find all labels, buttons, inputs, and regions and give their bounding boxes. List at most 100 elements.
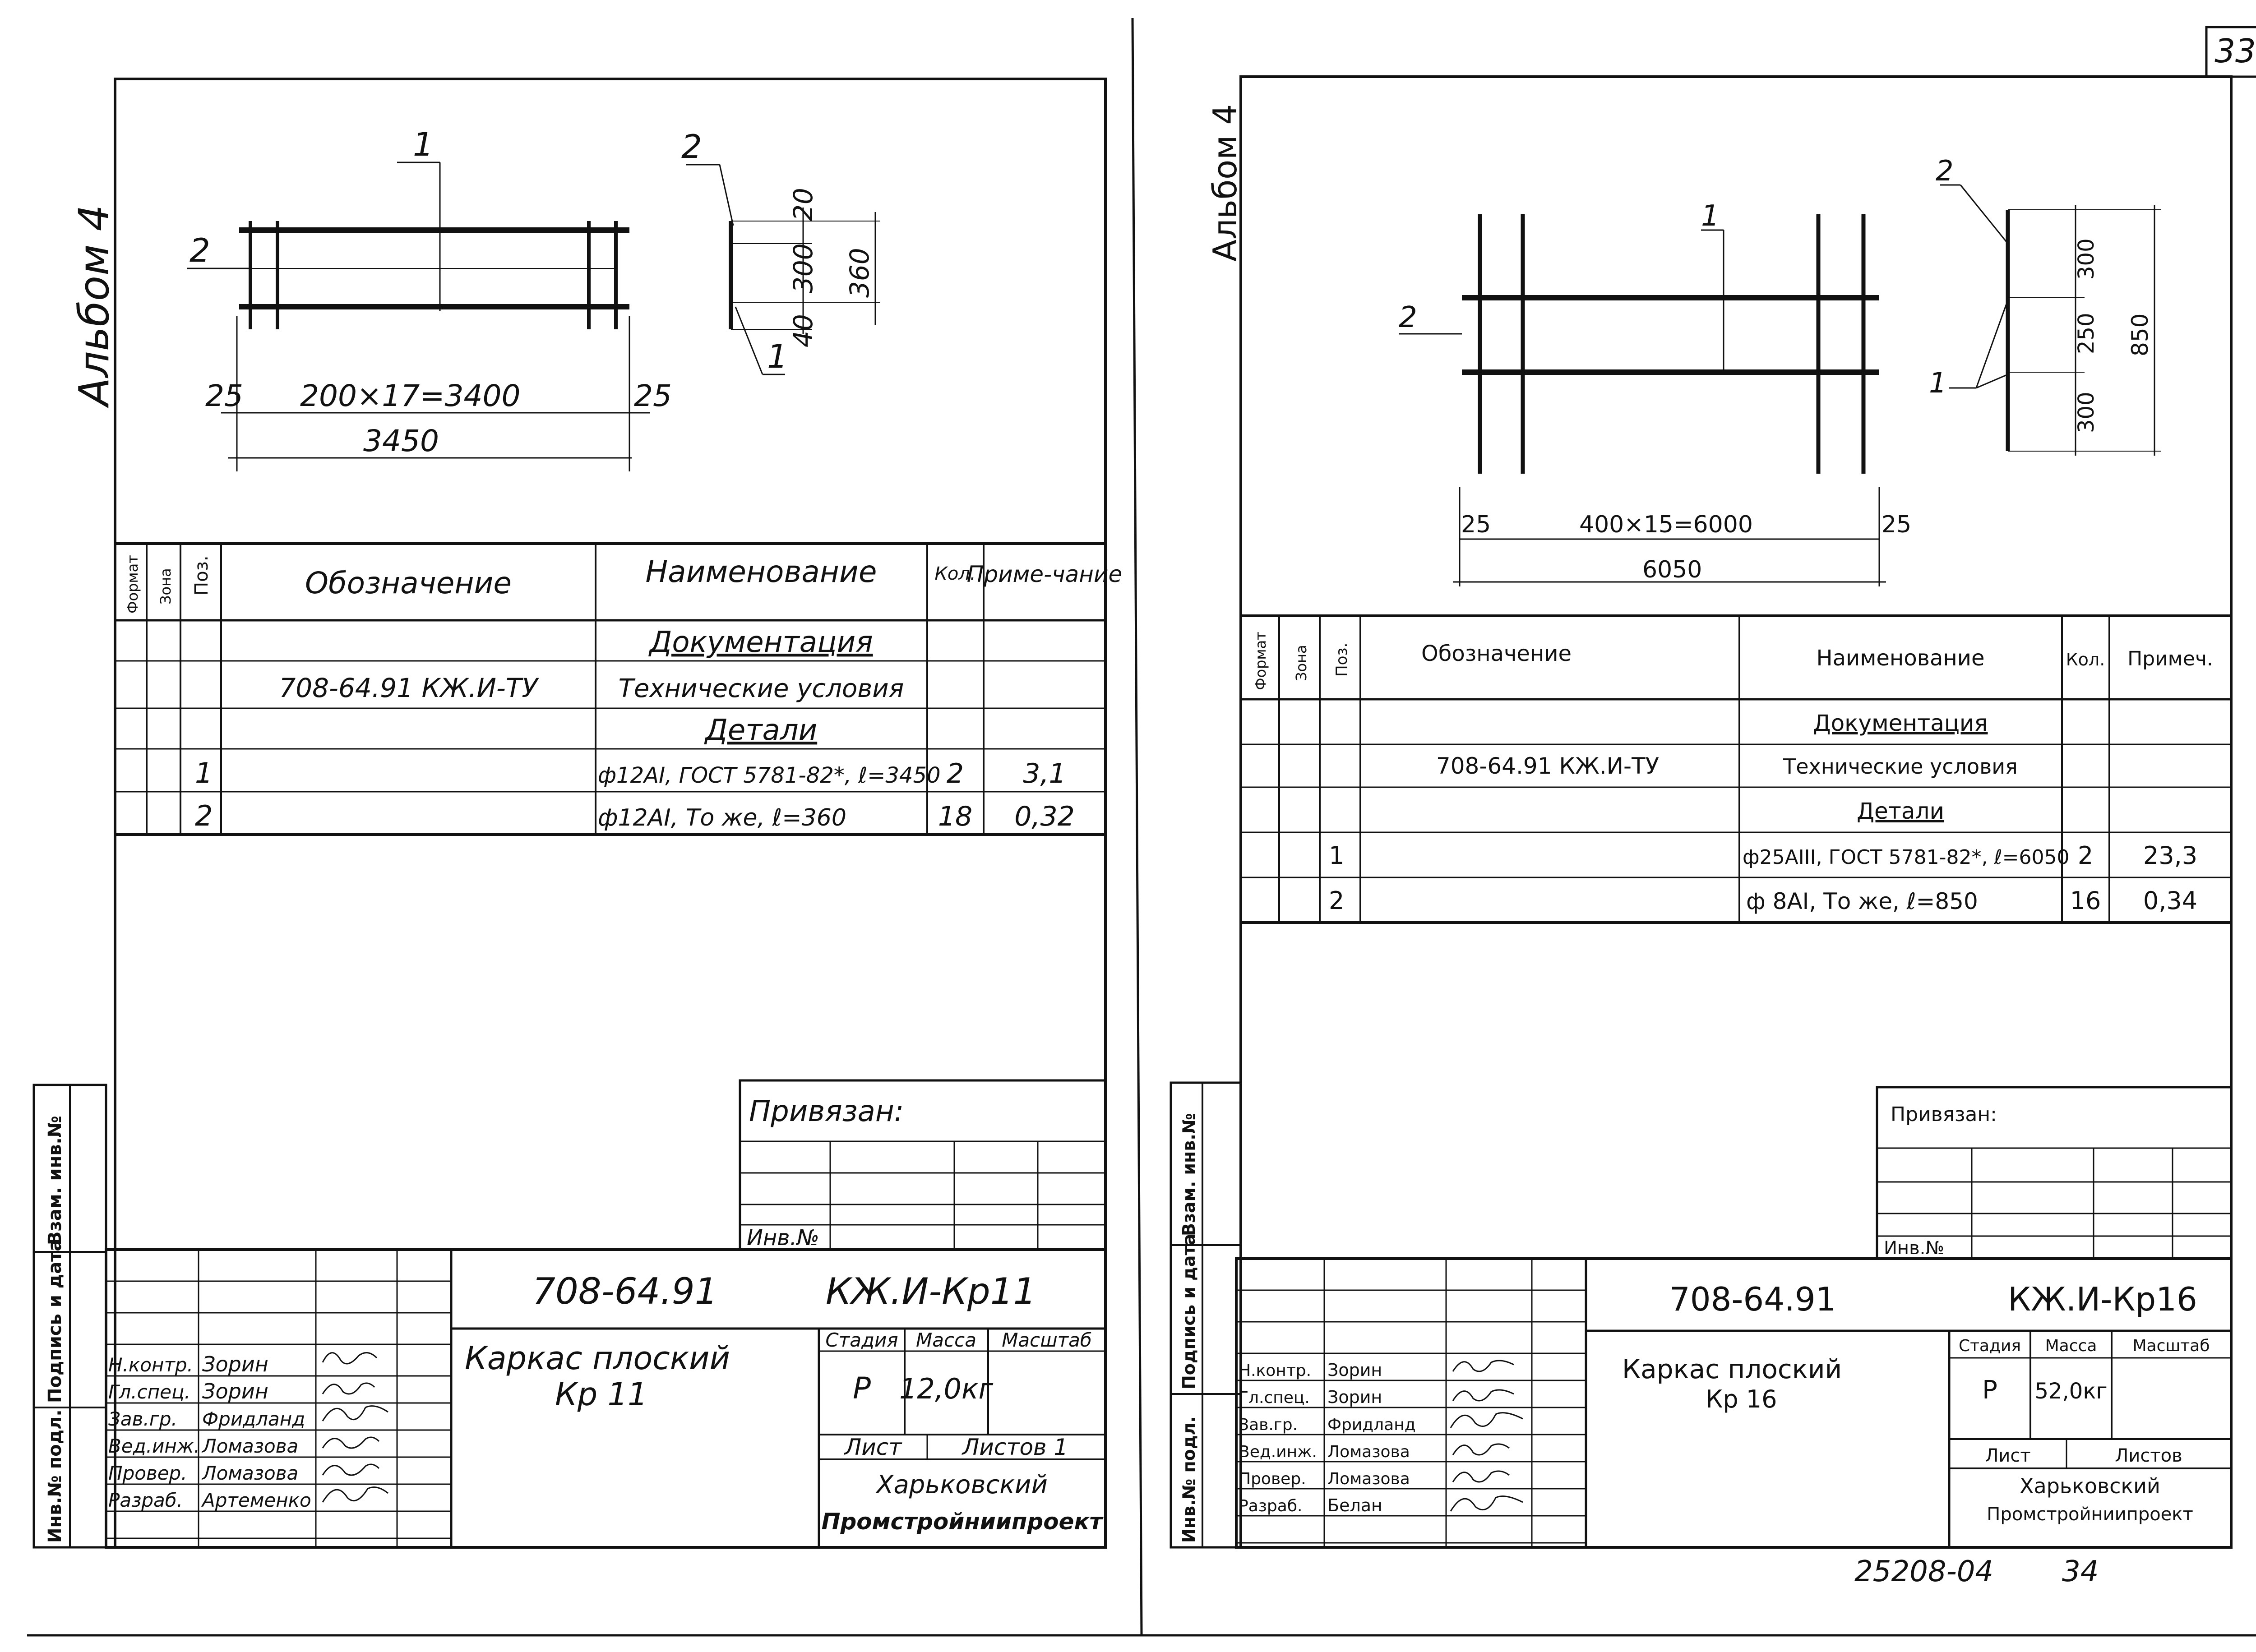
right-org-line2: Промстройниипроект xyxy=(1987,1504,2193,1525)
left-hdr-note: Приме-чание xyxy=(967,561,1122,587)
right-row2-pos: 2 xyxy=(1329,886,1344,915)
right-scale-header: Масштаб xyxy=(2132,1337,2210,1355)
left-hdr-designation: Обозначение xyxy=(305,566,512,600)
right-stage-header: Стадия xyxy=(1959,1337,2021,1355)
left-role-1: Н.контр. xyxy=(108,1354,193,1376)
left-person-4: Ломазова xyxy=(201,1435,298,1457)
right-role-2: Гл.спец. xyxy=(1239,1389,1310,1407)
table-row: 2 ф 8АI, То же, ℓ=850 16 0,34 xyxy=(1329,886,2197,915)
right-role-1: Н.контр. xyxy=(1239,1361,1311,1380)
right-person-5: Ломазова xyxy=(1327,1470,1410,1488)
right-dim-a: 300 xyxy=(2074,238,2099,280)
left-stage-header: Стадия xyxy=(825,1329,898,1351)
left-hdr-name: Наименование xyxy=(646,554,877,589)
left-doc-designation: 708-64.91 КЖ.И-ТУ xyxy=(279,673,539,703)
right-mass-header: Масса xyxy=(2045,1337,2097,1355)
left-privyazan-block: Привязан: Инв.№ xyxy=(739,1079,1107,1251)
right-hdr-qty: Кол. xyxy=(2066,650,2105,669)
left-side-inv: Инв.№ подл. xyxy=(45,1409,65,1543)
right-role-3: Зав.гр. xyxy=(1239,1416,1298,1434)
left-section-parts: Детали xyxy=(704,714,817,747)
page-frame xyxy=(27,18,2256,1637)
left-doc-name: Технические условия xyxy=(619,674,904,703)
right-stage-value: Р xyxy=(1982,1375,1997,1405)
right-dim-end-left: 25 xyxy=(1461,511,1491,538)
left-role-4: Вед.инж. xyxy=(108,1435,200,1457)
left-title-block: 708-64.91 КЖ.И-Кр11 Каркас плоский Кр 11… xyxy=(105,1248,1107,1549)
right-hdr-note: Примеч. xyxy=(2127,647,2213,670)
left-dim-b: 300 xyxy=(788,243,818,293)
right-dim-span: 400×15=6000 xyxy=(1579,511,1753,538)
right-privyazan-block: Привязан: Инв.№ xyxy=(1876,1086,2233,1260)
left-spec-table: Формат Зона Поз. Обозначение Наименовани… xyxy=(115,542,1122,836)
left-dim-total-side: 360 xyxy=(844,248,875,298)
left-dim-c: 40 xyxy=(788,314,818,347)
left-row1-qty: 2 xyxy=(947,758,964,789)
right-side-strip: Взам. инв.№ Подпись и дата Инв.№ подл. xyxy=(1170,1081,1242,1549)
right-pos1-side: 1 xyxy=(1929,366,1946,399)
right-row1-note: 23,3 xyxy=(2143,841,2197,870)
left-dim-end-right: 25 xyxy=(634,378,672,413)
right-dim-end-right: 25 xyxy=(1882,511,1911,538)
left-row2-pos: 2 xyxy=(195,799,213,832)
right-album-label: Альбом 4 xyxy=(1206,104,1244,262)
right-side-podpis: Подпись и дата xyxy=(1179,1234,1199,1389)
right-hdr-designation: Обозначение xyxy=(1421,641,1572,666)
left-sheet-label: Лист xyxy=(844,1434,903,1460)
right-title-name1: Каркас плоский xyxy=(1622,1354,1842,1384)
left-row1-name: ф12АI, ГОСТ 5781-82*, ℓ=3450 xyxy=(598,763,941,788)
left-org-line1: Харьковский xyxy=(875,1470,1048,1500)
right-mass-value: 52,0кг xyxy=(2034,1379,2107,1404)
page-number: 33 xyxy=(2214,32,2256,70)
left-scale-header: Масштаб xyxy=(1002,1329,1092,1351)
right-side-inv: Инв.№ подл. xyxy=(1179,1416,1199,1543)
left-dim-a: 20 xyxy=(788,188,818,221)
right-signatures xyxy=(1450,1360,1523,1512)
left-pos1-label: 1 xyxy=(413,125,434,163)
left-row1-note: 3,1 xyxy=(1023,758,1066,789)
right-side-vzam: Взам. инв.№ xyxy=(1179,1113,1199,1237)
left-hdr-format: Формат xyxy=(124,555,141,614)
right-hdr-pos: Поз. xyxy=(1333,643,1351,677)
right-person-4: Ломазова xyxy=(1327,1443,1410,1461)
left-dim-span: 200×17=3400 xyxy=(300,378,521,413)
right-row2-qty: 16 xyxy=(2070,886,2101,915)
left-side-podpis: Подпись и дата xyxy=(45,1239,65,1403)
right-pos2-side: 2 xyxy=(1936,154,1953,187)
right-hdr-format: Формат xyxy=(1252,632,1269,690)
right-doc-name: Технические условия xyxy=(1783,754,2018,779)
left-row2-name: ф12АI, То же, ℓ=360 xyxy=(598,804,846,831)
right-inv-no: Инв.№ xyxy=(1884,1238,1944,1259)
left-role-6: Разраб. xyxy=(108,1489,183,1511)
right-row1-qty: 2 xyxy=(2078,841,2093,870)
left-person-5: Ломазова xyxy=(201,1462,298,1484)
left-pos2-label: 2 xyxy=(190,231,210,269)
left-person-1: Зорин xyxy=(202,1352,268,1376)
left-privyazan: Привязан: xyxy=(749,1095,904,1128)
left-title-code: 708-64.91 xyxy=(532,1270,718,1312)
right-pos2-label: 2 xyxy=(1399,301,1417,334)
right-person-1: Зорин xyxy=(1327,1360,1382,1380)
right-row1-pos: 1 xyxy=(1329,841,1344,870)
right-role-5: Провер. xyxy=(1239,1470,1306,1488)
left-title-name1: Каркас плоский xyxy=(465,1340,730,1377)
right-title-mark: КЖ.И-Кр16 xyxy=(2008,1280,2197,1318)
left-stage-value: Р xyxy=(853,1371,871,1406)
right-dim-b: 250 xyxy=(2074,313,2099,354)
right-pos1-label: 1 xyxy=(1701,199,1720,233)
right-section-parts: Детали xyxy=(1857,798,1944,824)
left-album-label: Альбом 4 xyxy=(70,205,118,408)
left-signatures xyxy=(322,1352,388,1503)
right-privyazan: Привязан: xyxy=(1891,1103,1997,1126)
right-spec-table: Формат Зона Поз. Обозначение Наименовани… xyxy=(1241,614,2231,924)
table-row: 1 ф12АI, ГОСТ 5781-82*, ℓ=3450 2 3,1 xyxy=(195,757,1066,789)
left-sheets-label: Листов 1 xyxy=(962,1434,1068,1460)
right-doc-designation: 708-64.91 КЖ.И-ТУ xyxy=(1436,753,1659,779)
left-dim-end-left: 25 xyxy=(205,378,243,413)
right-person-6: Белан xyxy=(1327,1495,1382,1515)
table-row: 1 ф25АIII, ГОСТ 5781-82*, ℓ=6050 2 23,3 xyxy=(1329,841,2197,870)
table-row: 2 ф12АI, То же, ℓ=360 18 0,32 xyxy=(195,799,1075,832)
right-people: Н.контр. Зорин Гл.спец. Зорин Зав.гр. Фр… xyxy=(1239,1360,1416,1515)
left-pos2-side: 2 xyxy=(681,128,702,166)
